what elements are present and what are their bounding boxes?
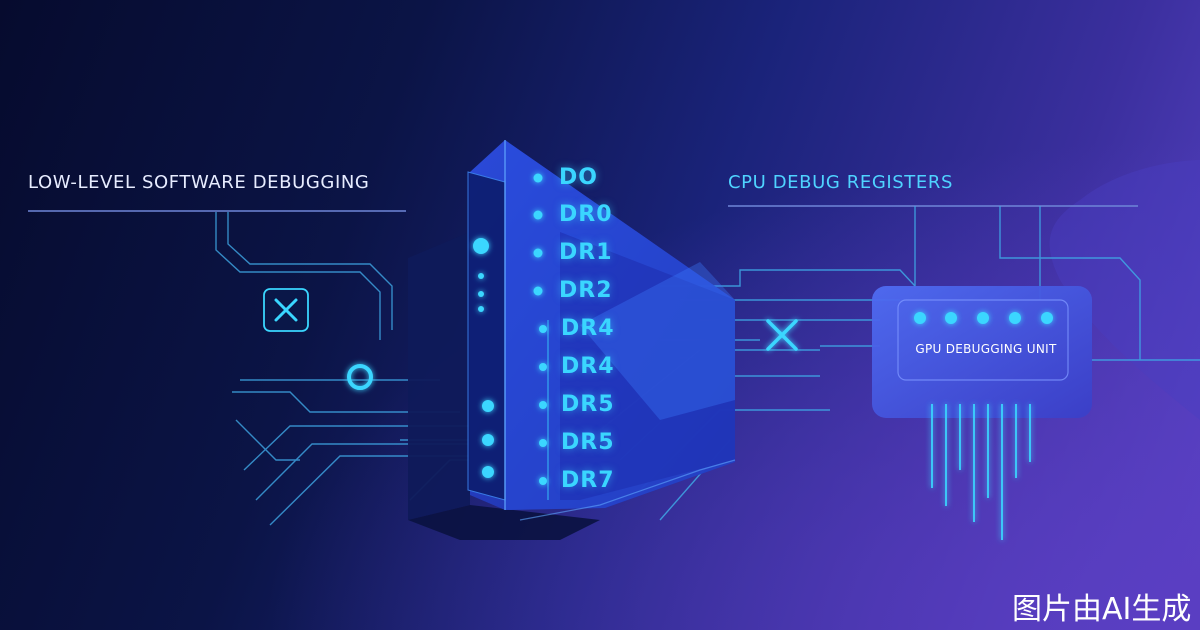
register-label: DR4 (561, 316, 615, 341)
title-right: CPU DEBUG REGISTERS (728, 172, 954, 193)
block-status-dots (473, 238, 494, 478)
register-label: DR5 (561, 430, 615, 455)
register-label: DR0 (559, 202, 613, 227)
register-label: DO (559, 165, 598, 190)
gpu-unit-label: GPU DEBUGGING UNIT (915, 342, 1057, 356)
ring-node-icon (347, 364, 373, 390)
close-icon (263, 288, 309, 332)
register-block (408, 140, 736, 540)
gpu-debugging-unit (872, 286, 1092, 540)
close-icon (766, 319, 798, 351)
register-label: DR5 (561, 392, 615, 417)
title-left: LOW-LEVEL SOFTWARE DEBUGGING (28, 172, 370, 193)
register-label: DR2 (559, 278, 613, 303)
ai-generated-watermark: 图片由AI生成 (1012, 592, 1192, 627)
register-label: DR1 (559, 240, 613, 265)
register-label: DR4 (561, 354, 615, 379)
background-blob (1049, 160, 1200, 420)
register-label: DR7 (561, 468, 615, 493)
register-bullets (533, 173, 547, 485)
